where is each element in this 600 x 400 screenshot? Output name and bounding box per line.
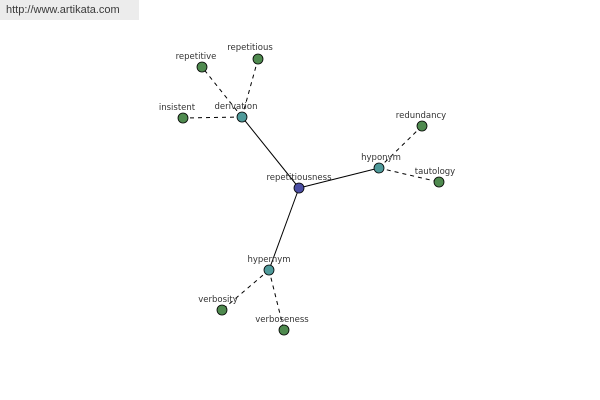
- edge-derivation-repetitious: [241, 58, 259, 118]
- node-label-tautology: tautology: [415, 167, 455, 177]
- node-circle-derivation[interactable]: [236, 111, 248, 123]
- node-circle-insistent[interactable]: [177, 112, 189, 124]
- node-label-repetitiousness: repetitiousness: [266, 173, 332, 183]
- node-verbosity[interactable]: verbosity: [198, 295, 238, 316]
- edge-repetitiousness-hypernym: [268, 187, 300, 271]
- node-label-repetitious: repetitious: [227, 43, 273, 53]
- nodes-layer: repetitiousness derivation hyponym hypernym…: [159, 43, 455, 336]
- edge-hypernym-verboseness: [268, 269, 285, 331]
- node-circle-verbosity[interactable]: [216, 304, 228, 316]
- node-circle-hypernym[interactable]: [263, 264, 275, 276]
- node-label-redundancy: redundancy: [396, 111, 446, 121]
- edge-hypernym-verbosity: [221, 269, 270, 311]
- node-hypernym[interactable]: hypernym: [247, 255, 291, 276]
- node-label-verboseness: verboseness: [255, 315, 309, 325]
- node-circle-verboseness[interactable]: [278, 324, 290, 336]
- node-label-hypernym: hypernym: [247, 255, 290, 265]
- edge-repetitiousness-derivation: [241, 116, 300, 189]
- node-circle-tautology[interactable]: [433, 176, 445, 188]
- node-repetitious[interactable]: repetitious: [227, 43, 273, 65]
- node-circle-hyponym[interactable]: [373, 162, 385, 174]
- node-derivation[interactable]: derivation: [214, 102, 258, 123]
- edge-hyponym-tautology: [378, 167, 440, 183]
- edge-hyponym-redundancy: [378, 125, 423, 169]
- node-repetitiousness[interactable]: repetitiousness: [266, 173, 332, 194]
- edge-derivation-insistent: [182, 116, 243, 119]
- node-label-verbosity: verbosity: [198, 295, 238, 305]
- node-circle-repetitious[interactable]: [252, 53, 264, 65]
- edge-derivation-repetitive: [201, 66, 243, 118]
- node-label-insistent: insistent: [159, 103, 196, 113]
- node-repetitive[interactable]: repetitive: [176, 52, 217, 73]
- node-tautology[interactable]: tautology: [415, 167, 455, 188]
- node-circle-repetitive[interactable]: [196, 61, 208, 73]
- node-label-derivation: derivation: [214, 102, 257, 112]
- node-circle-redundancy[interactable]: [416, 120, 428, 132]
- node-hyponym[interactable]: hyponym: [361, 153, 401, 174]
- edges-layer: [182, 58, 440, 331]
- node-verboseness[interactable]: verboseness: [255, 315, 309, 336]
- node-label-repetitive: repetitive: [176, 52, 217, 62]
- node-insistent[interactable]: insistent: [159, 103, 196, 124]
- edge-repetitiousness-hyponym: [298, 167, 380, 189]
- node-redundancy[interactable]: redundancy: [396, 111, 446, 132]
- node-circle-repetitiousness[interactable]: [293, 182, 305, 194]
- watermark-url: http://www.artikata.com: [0, 0, 139, 20]
- node-label-hyponym: hyponym: [361, 153, 401, 163]
